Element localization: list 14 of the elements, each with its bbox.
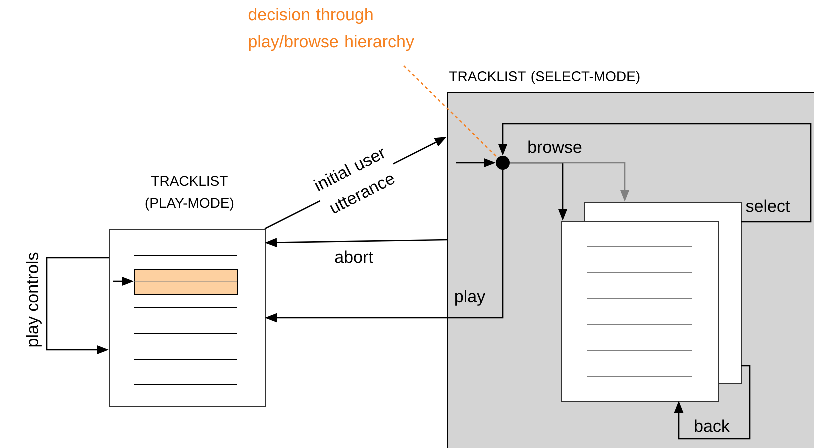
edge-label: abort xyxy=(334,250,374,264)
box-heading: TRACKLIST (PLAY-MODE) xyxy=(146,176,234,211)
decision-dot xyxy=(496,156,510,170)
box-heading: TRACKLIST (SELECT-MODE) xyxy=(450,71,640,84)
edge-label: back xyxy=(693,418,731,434)
edge-label: select xyxy=(744,198,792,214)
list-page xyxy=(561,221,719,402)
edge-label: browse xyxy=(526,140,584,154)
leader-line xyxy=(404,66,498,158)
highlight-bar xyxy=(134,269,238,295)
annotation-text: decision through play/browse hierarchy xyxy=(248,8,414,52)
arrow xyxy=(674,365,751,440)
edge-label: play controls xyxy=(25,251,43,349)
edge-label: play xyxy=(453,289,487,307)
